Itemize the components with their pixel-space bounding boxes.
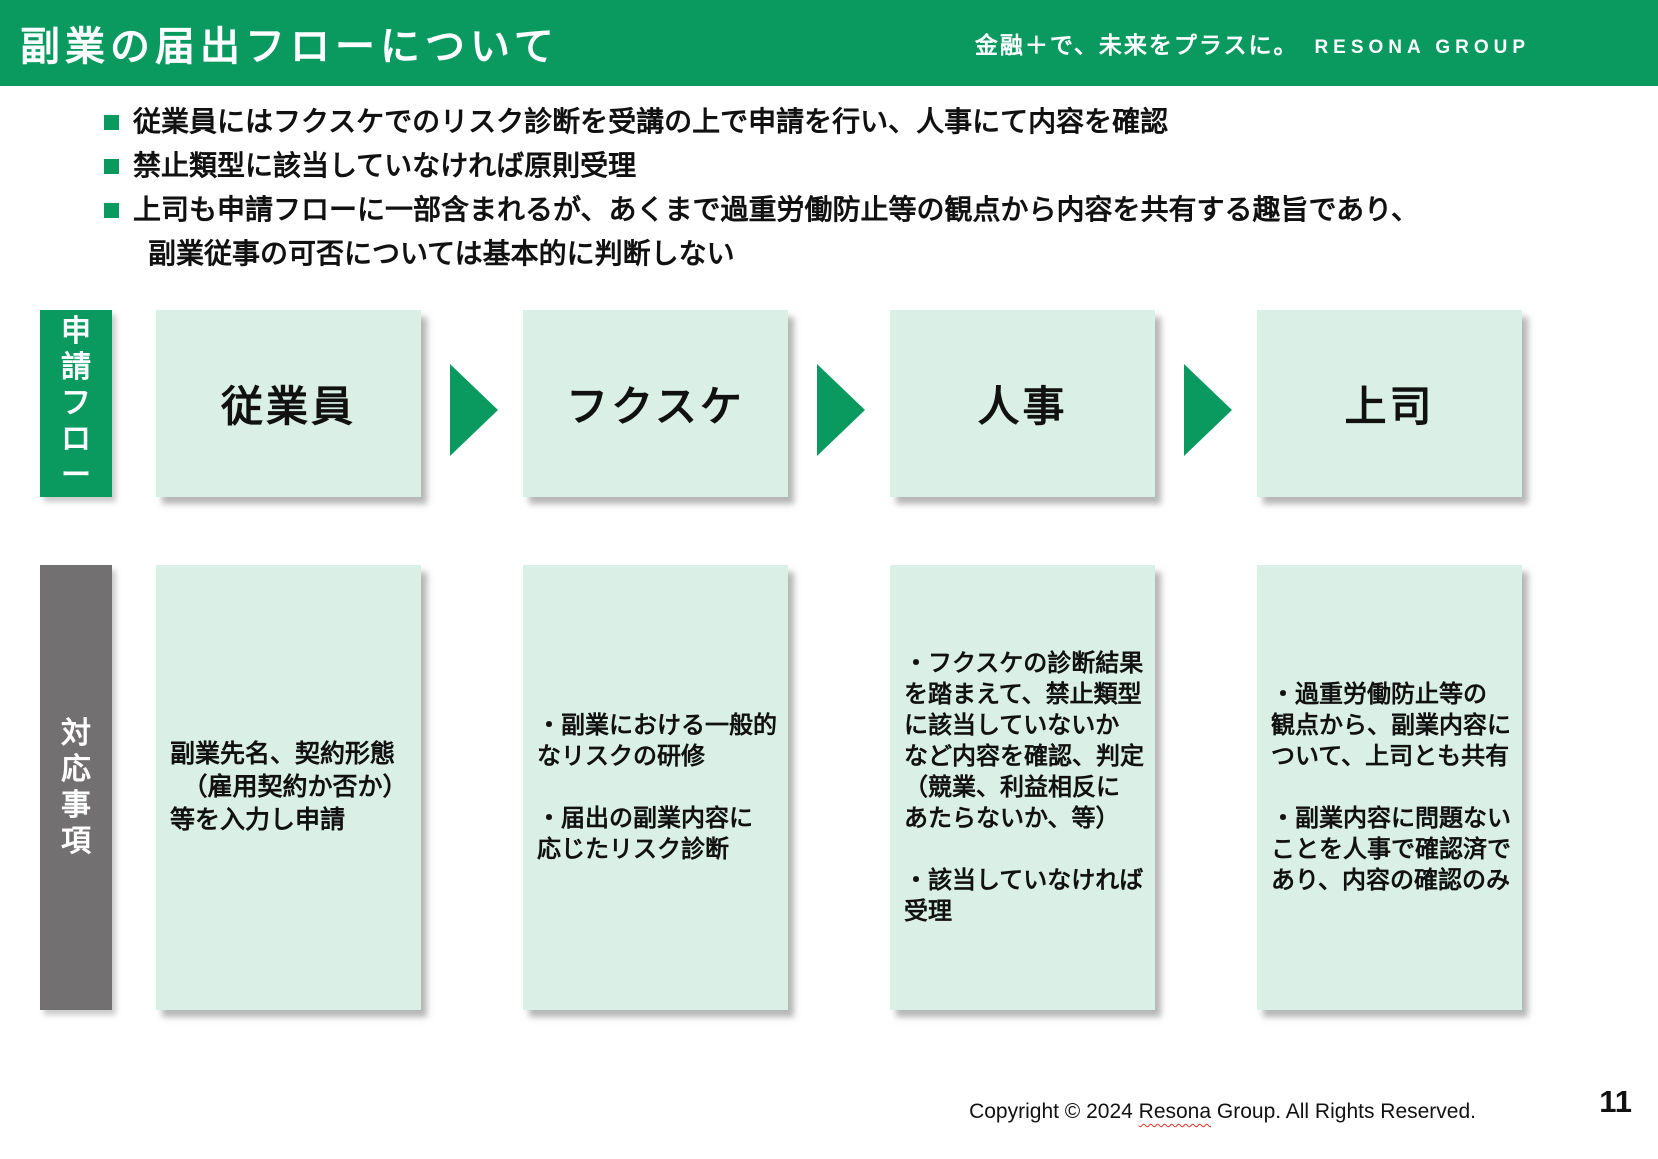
detail-hr: ・フクスケの診断結果 を踏まえて、禁止類型 に該当していないか など内容を確認、…: [890, 565, 1155, 1010]
flow-row-label: 申 請 フ ロ ー: [40, 310, 112, 497]
copyright-prefix: Copyright © 2024: [969, 1100, 1139, 1123]
detail-manager: ・過重労働防止等の 観点から、副業内容に ついて、上司とも共有 ・副業内容に問題…: [1257, 565, 1522, 1010]
bullet-text: 禁止類型に該当していなければ原則受理: [133, 150, 637, 181]
bullet-text: 従業員にはフクスケでのリスク診断を受講の上で申請を行い、人事にて内容を確認: [133, 106, 1169, 137]
bullet-item: 従業員にはフクスケでのリスク診断を受講の上で申請を行い、人事にて内容を確認: [104, 100, 1614, 144]
detail-employee: 副業先名、契約形態 （雇用契約か否か） 等を入力し申請: [156, 565, 421, 1010]
flow-arrow-icon: [817, 364, 865, 456]
bullet-item: 禁止類型に該当していなければ原則受理: [104, 144, 1614, 188]
details-row-label: 対 応 事 項: [40, 565, 112, 1010]
page-number: 11: [1599, 1084, 1632, 1119]
copyright-suffix: Group. All Rights Reserved.: [1211, 1100, 1476, 1123]
flow-arrow-icon: [1184, 364, 1232, 456]
flow-step-employee: 従業員: [156, 310, 421, 497]
copyright-spellcheck-word: Resona: [1138, 1100, 1212, 1123]
bullet-item: 上司も申請フローに一部含まれるが、あくまで過重労働防止等の観点から内容を共有する…: [104, 188, 1614, 232]
flow-step-fukusuke: フクスケ: [523, 310, 788, 497]
bullet-square-icon: [104, 159, 119, 174]
header-bar: 副業の届出フローについて 金融＋で、未来をプラスに。 RESONA GROUP: [0, 0, 1658, 86]
bullet-text: 上司も申請フローに一部含まれるが、あくまで過重労働防止等の観点から内容を共有する…: [133, 194, 1420, 225]
detail-fukusuke: ・副業における一般的 なリスクの研修 ・届出の副業内容に 応じたリスク診断: [523, 565, 788, 1010]
flow-step-hr: 人事: [890, 310, 1155, 497]
flow-arrow-icon: [450, 364, 498, 456]
copyright-text: Copyright © 2024 Resona Group. All Right…: [969, 1100, 1476, 1124]
page-title: 副業の届出フローについて: [20, 25, 559, 69]
flow-step-manager: 上司: [1257, 310, 1522, 497]
bullet-square-icon: [104, 115, 119, 130]
header-brand-area: 金融＋で、未来をプラスに。 RESONA GROUP: [975, 26, 1530, 60]
brand-logo-text: RESONA GROUP: [1314, 37, 1530, 58]
bullet-continuation-text: 副業従事の可否については基本的に判断しない: [148, 238, 735, 269]
bullet-square-icon: [104, 203, 119, 218]
summary-bullets: 従業員にはフクスケでのリスク診断を受講の上で申請を行い、人事にて内容を確認 禁止…: [104, 100, 1614, 276]
brand-tagline: 金融＋で、未来をプラスに。: [974, 32, 1299, 58]
